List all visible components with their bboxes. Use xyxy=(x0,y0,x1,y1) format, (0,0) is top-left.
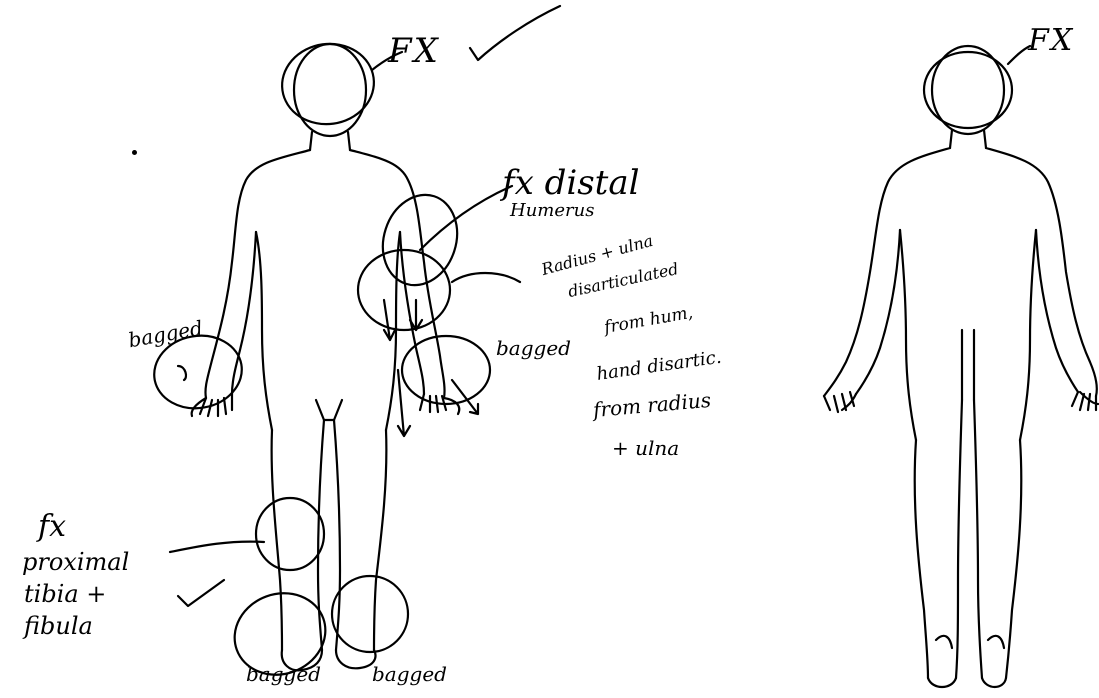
back-heels xyxy=(936,636,1004,648)
head-fx-leader-back xyxy=(1008,46,1030,64)
tibia-label-line3: tibia + xyxy=(24,582,106,606)
front-head xyxy=(294,44,366,136)
back-neck xyxy=(950,130,986,148)
tibia-label-line1: fx xyxy=(38,512,66,542)
forearm-circle xyxy=(358,250,450,330)
tibia-label-line4: fibula xyxy=(24,614,93,638)
tibia-label-line2: proximal xyxy=(22,550,129,574)
back-legs-outer xyxy=(915,440,1022,678)
back-body-outline xyxy=(824,46,1098,687)
bagged-label-right-foot: bagged xyxy=(372,664,447,684)
right-foot-bagged-circle xyxy=(332,576,408,652)
head-fx-label-back: FX xyxy=(1028,26,1074,56)
stray-dot-mark xyxy=(132,150,137,155)
back-left-hand xyxy=(824,392,856,412)
bagged-label-left-foot: bagged xyxy=(246,664,321,684)
left-hand-thumb-mark xyxy=(178,366,186,380)
knee-fracture-circle xyxy=(256,498,324,570)
back-right-hand xyxy=(1072,392,1098,410)
checkmark-tibia xyxy=(178,580,224,606)
checkmark-head-front xyxy=(470,6,560,60)
radius-label-line6: + ulna xyxy=(612,438,679,458)
bagged-label-right-hand: bagged xyxy=(496,338,571,358)
right-hand-bagged-circle xyxy=(402,336,490,404)
tibia-leader-line xyxy=(170,542,264,552)
front-crotch xyxy=(316,400,342,420)
humerus-label-line2: Humerus xyxy=(510,202,594,220)
back-torso xyxy=(900,230,1036,440)
back-arms-inner xyxy=(856,230,1078,394)
front-legs-outer xyxy=(272,430,387,650)
front-body-outline xyxy=(192,44,460,670)
head-fracture-circle-back xyxy=(924,52,1012,128)
humerus-label-line1: fx distal xyxy=(502,166,639,200)
back-spine xyxy=(962,330,974,400)
forearm-arrow-1 xyxy=(384,300,396,340)
front-neck xyxy=(310,132,350,150)
radius-leader-line xyxy=(452,273,520,282)
front-torso xyxy=(256,232,400,430)
back-arms-outer xyxy=(824,148,1097,396)
head-fx-label-front: FX xyxy=(388,34,440,68)
back-feet xyxy=(928,678,1006,687)
humerus-fracture-circle xyxy=(372,185,469,295)
back-legs-inner xyxy=(956,400,982,678)
head-fracture-circle-front xyxy=(277,38,379,130)
